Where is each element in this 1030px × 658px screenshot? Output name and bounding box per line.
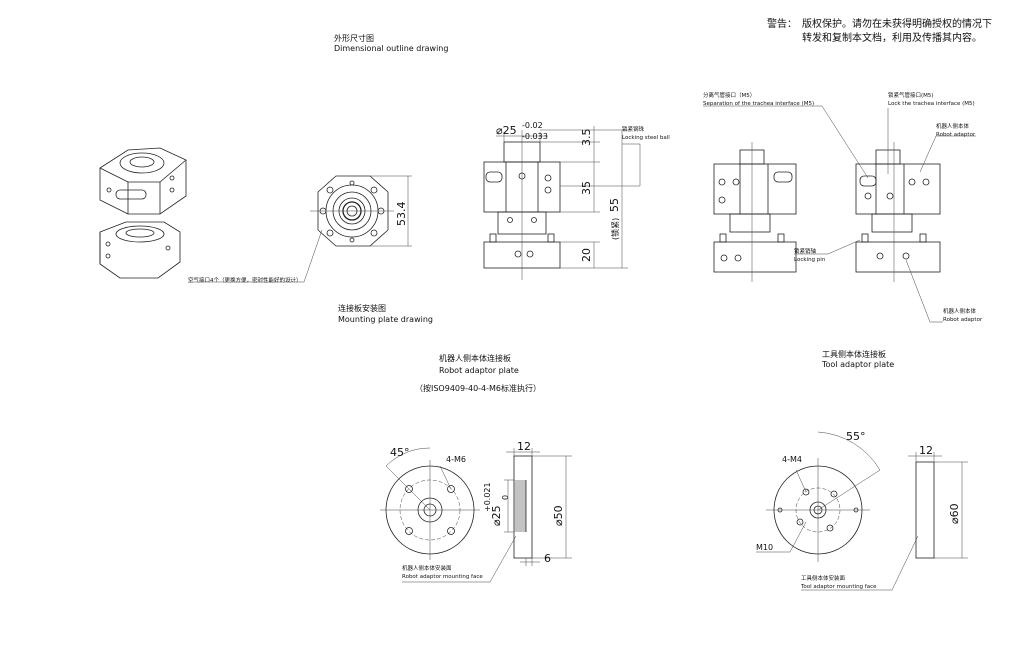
locking-pin-en: Locking pin (794, 257, 826, 263)
side-view (713, 142, 797, 282)
robot-d-6: 6 (544, 552, 551, 565)
robot-adaptor2-en: Robot adaptor (943, 317, 983, 323)
tool-m10: M10 (756, 543, 773, 552)
robot-adaptor-en: Robot adaptor (936, 132, 976, 138)
robot-angle: 45° (390, 446, 410, 459)
steel-ball-cn: 锁紧钢珠 (622, 127, 645, 133)
separation-en: Separation of the trachea interface (M5) (703, 101, 815, 107)
tool-d-60: ⌀60 (948, 503, 961, 524)
robot-plate-title-en: Robot adaptor plate (439, 366, 519, 375)
robot-tol: +0.021 (483, 482, 492, 512)
robot-adaptor2-cn: 机器人侧本体 (943, 309, 977, 315)
tool-plate-title-cn: 工具侧本体连接板 (822, 350, 886, 359)
outline-title-cn: 外形尺寸图 (334, 34, 374, 43)
locking-pin-cn: 锁紧销轴 (794, 249, 817, 255)
dim-55: 55 (608, 198, 621, 212)
robot-thread: 4-M6 (446, 455, 466, 464)
dim-3-5: 3.5 (580, 129, 593, 147)
warning-line1: 版权保护。请勿在未获得明确授权的情况下 (802, 19, 992, 30)
steel-ball-en: Locking steel ball (622, 135, 670, 141)
front-view (483, 126, 641, 280)
lock-trachea-cn: 锁紧气管接口(M5) (888, 93, 934, 99)
robot-d-12: 12 (517, 440, 531, 453)
dim-tol-lower: -0.033 (522, 132, 548, 141)
dim-35: 35 (580, 181, 593, 195)
side-view-2 (703, 105, 976, 323)
robot-tol0: 0 (501, 495, 510, 500)
dim-53-4: 53.4 (395, 202, 408, 227)
robot-face-cn: 机器人侧本体安装面 (402, 566, 452, 572)
tool-face-cn: 工具侧本体安装面 (801, 576, 846, 582)
robot-plate-title-cn: 机器人侧本体连接板 (439, 354, 511, 363)
robot-d-50: ⌀50 (552, 505, 565, 526)
tool-thread: 4-M4 (782, 455, 802, 464)
tool-plate-title-en: Tool adaptor plate (822, 360, 895, 369)
outline-title-en: Dimensional outline drawing (334, 44, 449, 53)
tool-d-12: 12 (919, 444, 933, 457)
tool-angle: 55° (846, 430, 866, 443)
robot-d-25: ⌀25 (490, 505, 503, 526)
tool-plate-drawing (756, 431, 968, 591)
tool-face-en: Tool adaptor mounting face (801, 584, 877, 590)
dim-tol-upper: -0.02 (522, 121, 543, 130)
warning-label: 警告： (767, 19, 797, 30)
robot-face-en: Robot adaptor mounting face (402, 574, 483, 580)
dim-dia-25: ⌀25 (496, 124, 517, 137)
top-view (188, 175, 412, 283)
isometric-view (99, 147, 187, 279)
lock-trachea-en: Lock the trachea interface (M5) (888, 101, 975, 107)
dim-20: 20 (580, 248, 593, 262)
robot-plate-standard: （按ISO9409-40-4-M6标准执行） (415, 384, 542, 393)
dim-lock-note: (锁紧) (610, 218, 620, 240)
robot-adaptor-cn: 机器人侧本体 (936, 124, 970, 130)
mounting-title-en: Mounting plate drawing (338, 315, 433, 324)
air-port-note: 空气接口4个（更换方便，密封性能好的设计） (188, 278, 302, 284)
separation-cn: 分离气管接口（M5） (703, 93, 756, 99)
warning-line2: 转发和复制本文档，利用及传播其内容。 (802, 33, 982, 44)
mounting-title-cn: 连接板安装图 (338, 304, 386, 313)
robot-plate-drawing (380, 447, 572, 583)
